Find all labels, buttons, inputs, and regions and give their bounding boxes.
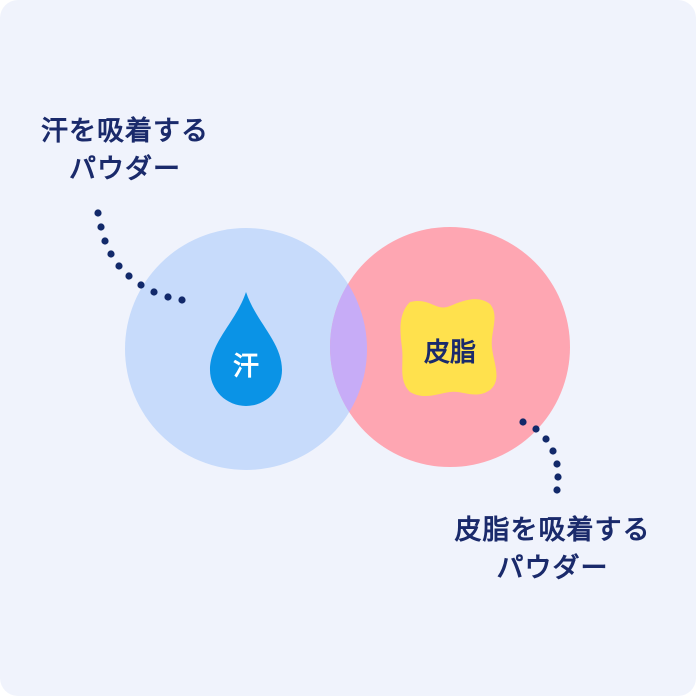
water-drop-icon — [210, 292, 282, 406]
sebum-powder-label-line-1: 皮脂を吸着する — [454, 515, 651, 546]
dotted-leader-sebum — [519, 418, 562, 494]
sweat-label: 汗 — [233, 352, 259, 382]
oil-blob-icon — [400, 299, 497, 397]
sebum-label: 皮脂 — [424, 338, 476, 368]
sebum-powder-label-line-2: パウダー — [496, 553, 609, 584]
sweat-powder-label: 汗を吸着する パウダー — [20, 113, 230, 189]
dotted-leader-sweat — [94, 209, 186, 304]
sweat-powder-label-line-2: パウダー — [69, 154, 181, 185]
sweat-powder-label-line-1: 汗を吸着する — [41, 116, 209, 147]
sebum-powder-label: 皮脂を吸着する パウダー — [430, 512, 675, 588]
